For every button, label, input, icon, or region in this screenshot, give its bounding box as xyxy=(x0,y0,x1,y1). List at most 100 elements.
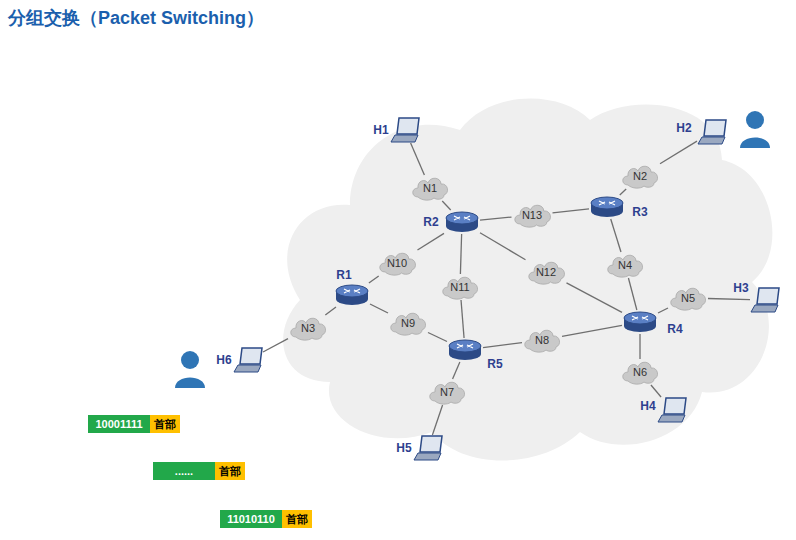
laptop-screen xyxy=(397,118,419,134)
user-icon xyxy=(175,351,205,388)
network-label: N10 xyxy=(387,257,407,269)
network-label: N5 xyxy=(681,292,695,304)
network-cloud: N3 xyxy=(288,315,328,341)
network-label: N13 xyxy=(522,209,542,221)
router-top xyxy=(446,212,478,224)
host-icon xyxy=(657,397,687,423)
network-label: N1 xyxy=(423,182,437,194)
network-link xyxy=(639,334,640,359)
network-cloud: N11 xyxy=(440,274,480,300)
diagram-title: 分组交换（Packet Switching） xyxy=(8,6,264,30)
host-label: H6 xyxy=(216,353,231,367)
network-cloud: N13 xyxy=(512,202,553,228)
laptop-base xyxy=(414,453,441,460)
cloud-shape xyxy=(379,253,415,275)
network-link xyxy=(628,278,636,310)
laptop-screen xyxy=(420,436,442,452)
network-link xyxy=(567,283,623,313)
cloud-shape xyxy=(430,382,465,404)
router-icon xyxy=(589,195,625,219)
router-node: R1 xyxy=(334,283,370,307)
network-link xyxy=(562,325,622,336)
network-label: N3 xyxy=(301,322,315,334)
packet-data: 11010110 xyxy=(220,510,282,528)
network-cloud: N4 xyxy=(605,252,645,278)
network-link xyxy=(480,233,526,260)
user-body xyxy=(740,138,770,149)
user-icon xyxy=(740,111,770,148)
cloud-shape xyxy=(671,288,706,310)
cloud-shape xyxy=(525,330,560,352)
cloud-shape xyxy=(443,277,478,299)
network-link xyxy=(442,201,450,210)
host-label: H1 xyxy=(373,123,388,137)
host-computer: H2 xyxy=(697,119,727,145)
cloud-shape xyxy=(291,318,326,340)
network-cloud: N10 xyxy=(377,250,418,276)
network-link xyxy=(428,332,447,341)
network-cloud: N8 xyxy=(522,327,562,353)
host-label: H3 xyxy=(733,281,748,295)
data-packet: 11010110首部 xyxy=(220,510,312,528)
host-label: H5 xyxy=(396,441,411,455)
network-link xyxy=(483,343,522,348)
router-node: R5 xyxy=(447,338,483,362)
host-icon xyxy=(390,117,420,143)
router-top xyxy=(591,197,623,209)
user-head xyxy=(746,111,764,129)
network-cloud: N12 xyxy=(526,259,567,285)
laptop-screen xyxy=(704,120,726,136)
router-top xyxy=(624,312,656,324)
network-cloud: N7 xyxy=(427,379,467,405)
router-top xyxy=(336,285,368,297)
network-label: N12 xyxy=(536,266,556,278)
network-label: N7 xyxy=(440,386,454,398)
laptop-base xyxy=(658,415,685,422)
network-link xyxy=(263,339,288,352)
host-computer: H4 xyxy=(657,397,687,423)
host-computer: H1 xyxy=(390,117,420,143)
router-node: R2 xyxy=(444,210,480,234)
network-label: N2 xyxy=(633,170,647,182)
network-link xyxy=(369,276,379,283)
data-packet: ......首部 xyxy=(153,462,245,480)
network-cloud xyxy=(283,99,772,461)
cloud-shape xyxy=(623,166,658,188)
router-icon xyxy=(334,283,370,307)
laptop-base xyxy=(234,365,261,372)
router-arrows xyxy=(457,344,473,348)
network-cloud: N6 xyxy=(620,359,660,385)
network-label: N11 xyxy=(450,281,469,293)
network-cloud: N5 xyxy=(668,285,708,311)
data-packet: 10001111首部 xyxy=(88,415,180,433)
host-computer: H5 xyxy=(413,435,443,461)
network-link xyxy=(460,234,461,274)
network-link xyxy=(660,141,697,164)
laptop-screen xyxy=(664,398,686,414)
cloud-shape xyxy=(608,255,643,277)
network-link xyxy=(461,300,464,338)
packet-header: 首部 xyxy=(215,462,245,480)
network-link xyxy=(620,189,626,195)
user-body xyxy=(175,378,205,389)
router-arrows xyxy=(599,201,615,205)
host-icon xyxy=(413,435,443,461)
network-link xyxy=(480,217,512,220)
host-label: H4 xyxy=(640,399,655,413)
host-computer: H3 xyxy=(750,287,780,313)
laptop-base xyxy=(698,137,725,144)
cloud-shape xyxy=(623,362,658,384)
cloud-shape xyxy=(413,178,448,200)
network-link xyxy=(611,219,621,252)
host-label: H2 xyxy=(676,121,691,135)
network-label: N8 xyxy=(535,334,549,346)
router-arrows xyxy=(344,289,360,293)
network-link xyxy=(658,308,668,313)
packet-data: 10001111 xyxy=(88,415,150,433)
laptop-base xyxy=(751,305,778,312)
host-icon xyxy=(233,347,263,373)
cloud-shape xyxy=(528,262,564,284)
router-label: R3 xyxy=(632,205,647,219)
packet-data: ...... xyxy=(153,462,215,480)
cloud-shape xyxy=(391,313,426,335)
